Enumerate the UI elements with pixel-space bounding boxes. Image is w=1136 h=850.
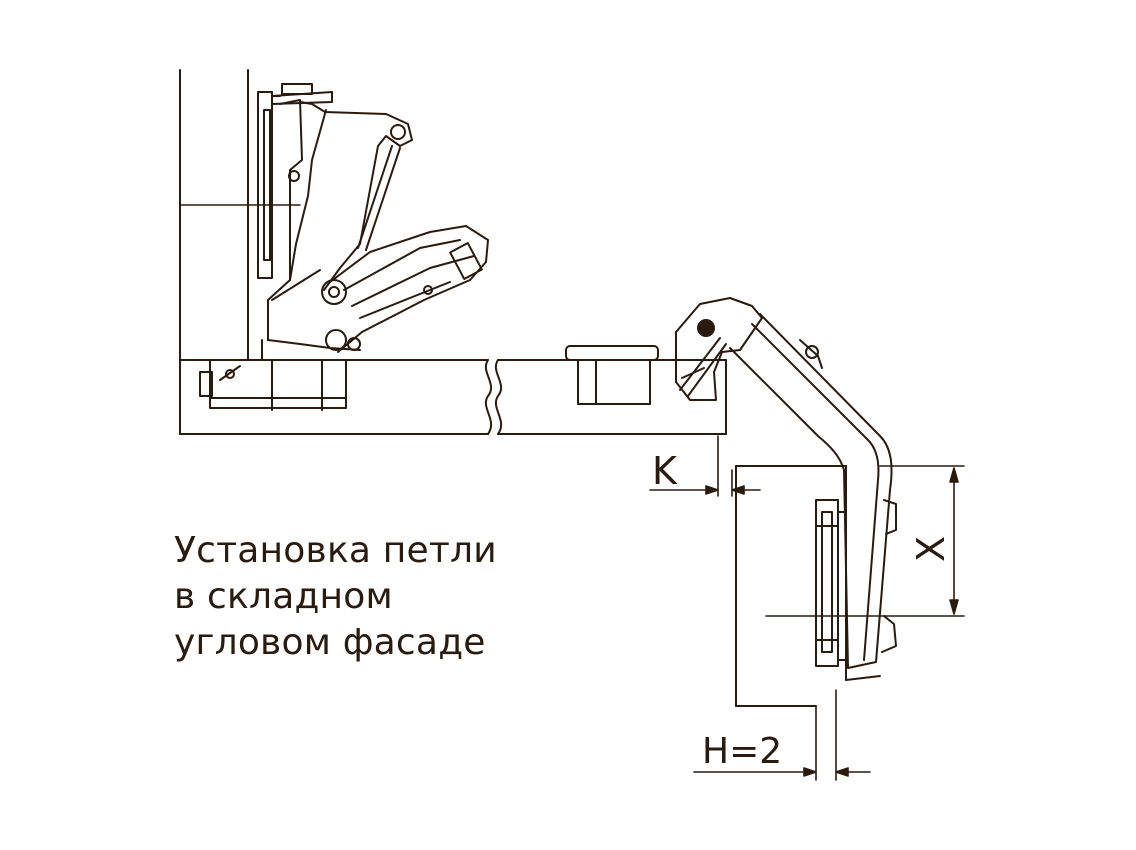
dimension-x bbox=[765, 465, 965, 617]
corner-folding-hinge bbox=[675, 297, 897, 669]
dimension-x-label: X bbox=[909, 536, 953, 562]
caption: Установка петли в складном угловом фасад… bbox=[174, 528, 497, 666]
right-hinge-plate bbox=[815, 499, 881, 681]
cabinet-side-wall bbox=[179, 69, 301, 361]
caption-line-3: угловом фасаде bbox=[174, 622, 486, 663]
dimension-h bbox=[693, 689, 871, 781]
dimension-k bbox=[649, 435, 761, 497]
caption-line-1: Установка петли bbox=[174, 530, 497, 571]
door-top-plate bbox=[565, 345, 659, 405]
right-door-panel bbox=[735, 465, 847, 707]
left-hinge-cup bbox=[199, 359, 347, 411]
caption-line-2: в складном bbox=[174, 576, 393, 617]
dimension-k-label: K bbox=[652, 449, 678, 493]
dimension-h-label: H=2 bbox=[702, 731, 782, 772]
left-hinge-arm bbox=[261, 99, 489, 361]
